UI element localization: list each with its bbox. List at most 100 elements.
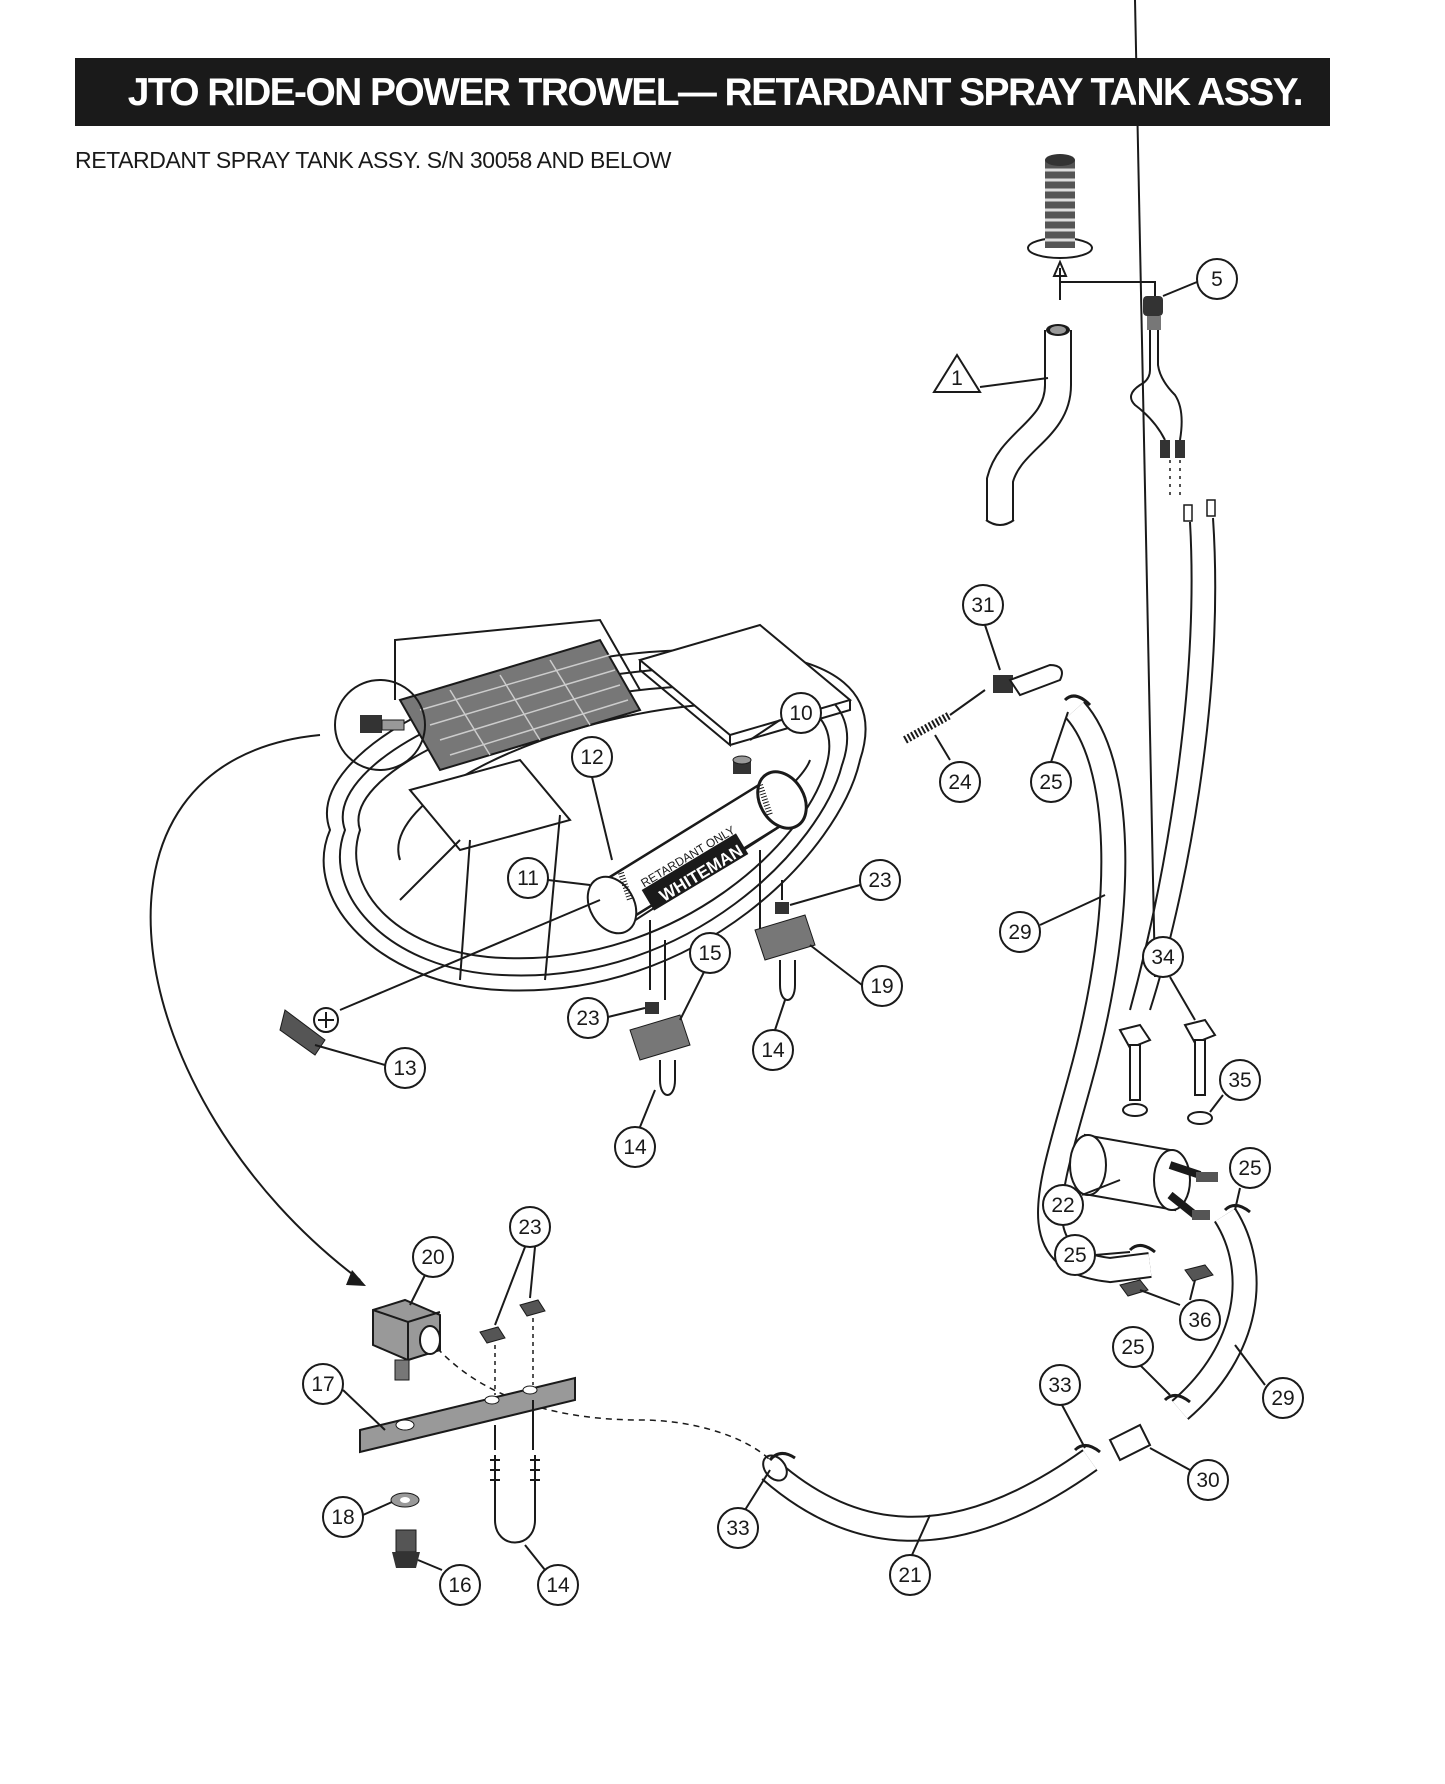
svg-text:29: 29 [1008, 921, 1031, 944]
callout-29-a: 29 [999, 894, 1106, 953]
elbow-part-31 [993, 663, 1063, 697]
callout-24: 24 [934, 734, 981, 803]
callout-36: 36 [1139, 1279, 1221, 1341]
u-bolt-part-14-lower [490, 1400, 540, 1544]
callout-34: 34 [1134, 0, 1196, 1021]
spring-part-24 [903, 689, 986, 744]
arrow-head-icon [346, 1270, 366, 1286]
trowel-frame [322, 618, 867, 992]
callout-25-a: 25 [1030, 711, 1072, 803]
page-subtitle: RETARDANT SPRAY TANK ASSY. S/N 30058 AND… [75, 147, 672, 173]
callout-16: 16 [417, 1559, 481, 1606]
svg-text:14: 14 [623, 1136, 647, 1159]
svg-text:25: 25 [1121, 1336, 1144, 1359]
washer-part-18 [390, 1492, 420, 1508]
grip-knob [1027, 154, 1093, 259]
callout-33-a: 33 [1039, 1364, 1086, 1449]
svg-text:11: 11 [517, 867, 539, 890]
svg-text:16: 16 [448, 1574, 471, 1597]
svg-text:17: 17 [311, 1373, 334, 1396]
title-bar: JTO RIDE-ON POWER TROWEL— RETARDANT SPRA… [75, 58, 1330, 126]
svg-text:30: 30 [1196, 1469, 1219, 1492]
nuts-part-23-lower [479, 1299, 546, 1395]
svg-text:15: 15 [698, 942, 721, 965]
fitting-part-16 [392, 1529, 420, 1568]
svg-text:31: 31 [971, 594, 994, 617]
svg-text:23: 23 [868, 869, 891, 892]
callout-15: 15 [679, 932, 731, 1021]
svg-text:18: 18 [331, 1506, 354, 1529]
dashed-wire [429, 1339, 771, 1461]
bolts-part-34 [1118, 1018, 1217, 1101]
filler-cap-13 [279, 899, 601, 1056]
svg-text:36: 36 [1188, 1309, 1211, 1332]
svg-text:25: 25 [1238, 1157, 1261, 1180]
callout-29-b: 29 [1234, 1344, 1304, 1419]
callout-19: 19 [809, 944, 903, 1007]
svg-text:23: 23 [576, 1007, 599, 1030]
pump-part-22 [1069, 1133, 1218, 1220]
nuts-part-36 [1119, 1264, 1214, 1297]
svg-text:21: 21 [898, 1564, 921, 1587]
callout-33-b: 33 [717, 1469, 771, 1549]
hose-clamps [768, 1204, 1251, 1462]
hose-part-1 [985, 324, 1072, 526]
retardant-tank: RETARDANT ONLY WHITEMAN [586, 755, 808, 990]
bracket-part-19 [754, 880, 816, 1001]
page-title: JTO RIDE-ON POWER TROWEL— RETARDANT SPRA… [127, 71, 1304, 114]
callout-30: 30 [1149, 1447, 1229, 1501]
washers-part-35 [1122, 1103, 1213, 1125]
svg-text:1: 1 [951, 367, 963, 390]
callout-17: 17 [302, 1363, 386, 1431]
callout-25-c: 25 [1054, 1234, 1131, 1276]
callout-23-a: 23 [789, 859, 901, 906]
callout-14-c: 14 [524, 1544, 579, 1606]
callout-10: 10 [749, 692, 822, 741]
svg-text:23: 23 [518, 1216, 541, 1239]
warning-triangle-icon: 1 [932, 353, 1049, 393]
callout-11: 11 [507, 857, 591, 899]
callout-31: 31 [962, 584, 1004, 671]
callout-12: 12 [571, 736, 613, 861]
callout-23-b: 23 [567, 997, 646, 1039]
wire-leader-line [1059, 281, 1156, 298]
svg-text:25: 25 [1063, 1244, 1086, 1267]
svg-text:13: 13 [393, 1057, 416, 1080]
mesh-seat [394, 618, 642, 772]
svg-text:10: 10 [789, 702, 812, 725]
svg-text:19: 19 [870, 975, 893, 998]
svg-text:29: 29 [1271, 1387, 1294, 1410]
hose-part-29-right [1171, 1208, 1258, 1420]
callout-35: 35 [1209, 1059, 1261, 1113]
svg-text:14: 14 [761, 1039, 785, 1062]
bracket-part-15 [629, 940, 691, 1096]
callout-14-a: 14 [752, 999, 794, 1071]
callout-20: 20 [409, 1236, 454, 1306]
callout-25-d: 25 [1112, 1326, 1171, 1396]
svg-text:22: 22 [1051, 1194, 1074, 1217]
svg-text:25: 25 [1039, 771, 1062, 794]
callout-5: 5 [1162, 258, 1238, 300]
svg-text:5: 5 [1211, 268, 1223, 291]
callout-14-b: 14 [614, 1089, 656, 1168]
callout-18: 18 [322, 1496, 393, 1538]
plate-part-17 [359, 1376, 576, 1454]
svg-text:14: 14 [546, 1574, 570, 1597]
svg-text:33: 33 [726, 1517, 749, 1540]
hose-part-21 [761, 1449, 1098, 1542]
svg-text:33: 33 [1048, 1374, 1071, 1397]
callout-25-b: 25 [1229, 1147, 1271, 1211]
callout-22: 22 [1042, 1179, 1121, 1226]
callout-21: 21 [889, 1514, 931, 1596]
callout-23-c: 23 [494, 1206, 551, 1326]
valve-part-20 [372, 1298, 441, 1381]
svg-text:24: 24 [948, 771, 972, 794]
svg-text:34: 34 [1151, 946, 1175, 969]
callout-13: 13 [314, 1044, 426, 1089]
detail-arrow-line [149, 734, 361, 1281]
svg-text:35: 35 [1228, 1069, 1251, 1092]
connector-part-30 [1108, 1423, 1152, 1462]
svg-text:12: 12 [580, 746, 603, 769]
svg-text:20: 20 [421, 1246, 444, 1269]
